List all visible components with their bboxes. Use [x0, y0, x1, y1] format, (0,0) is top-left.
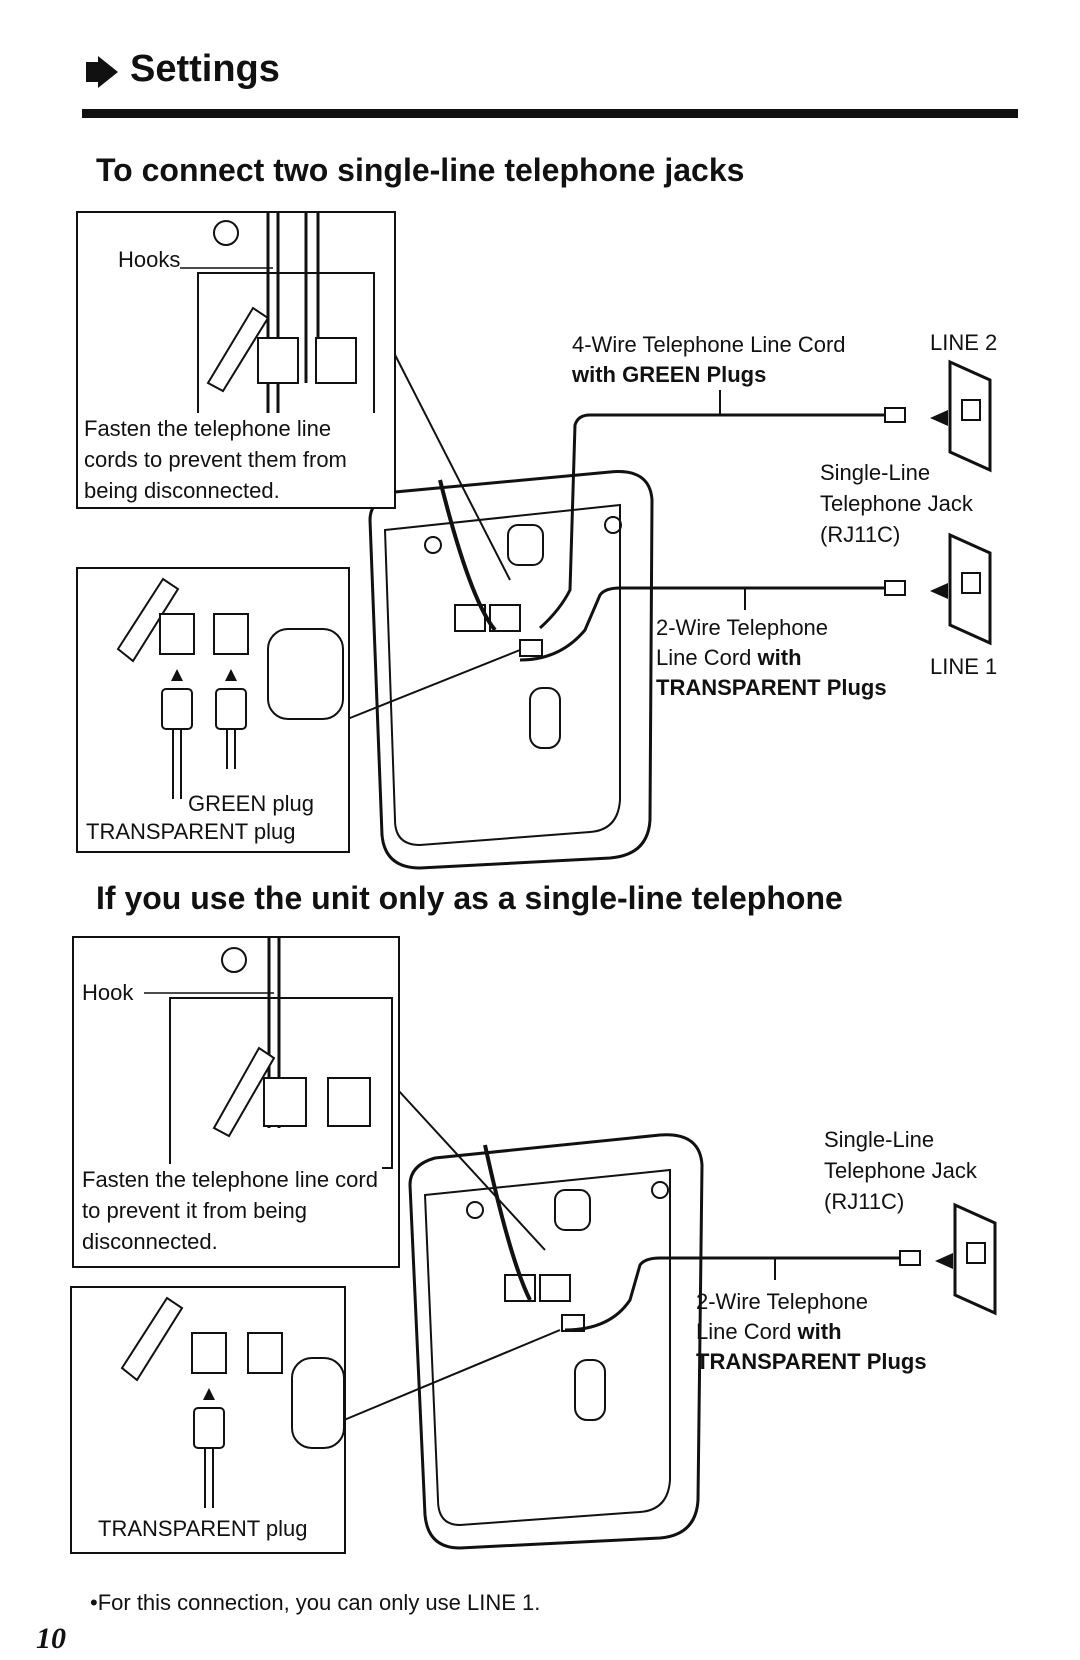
page-number: 10: [36, 1622, 66, 1655]
jack-label-top-3: (RJ11C): [820, 522, 901, 547]
jack-label-top-2: Telephone Jack: [820, 491, 973, 516]
four-wire-plug-label: with GREEN Plugs: [572, 362, 767, 387]
green-plug-label: GREEN plug: [188, 791, 314, 816]
two-wire-label-bottom-1: 2-Wire Telephone: [696, 1289, 869, 1314]
inset-plugs-top: GREEN plug TRANSPARENT plug: [76, 567, 350, 853]
transparent-plug-label-top: TRANSPARENT plug: [86, 819, 296, 844]
line2-label: LINE 2: [930, 330, 998, 355]
jack-label-bottom-3: (RJ11C): [824, 1189, 905, 1214]
jack-label-top-1: Single-Line: [820, 460, 931, 485]
hook-detail-illustration-bottom: [144, 938, 393, 1169]
section1-title: To connect two single-line telephone jac…: [96, 152, 745, 188]
jack-label-bottom-1: Single-Line: [824, 1127, 935, 1152]
two-wire-label-top-2: Line Cord with: [656, 645, 802, 670]
four-wire-label: 4-Wire Telephone Line Cord: [572, 332, 846, 357]
arrow-right-icon: [86, 56, 118, 88]
hook-detail-illustration: [170, 213, 375, 424]
jack-label-bottom-2: Telephone Jack: [824, 1158, 977, 1183]
inset-hook-bottom: Hook Fasten the telephone line cord to p…: [72, 936, 400, 1268]
header-rule: [82, 109, 1018, 118]
two-wire-label-bottom-2: Line Cord with: [696, 1319, 842, 1344]
two-wire-label-top-3: TRANSPARENT Plugs: [656, 675, 887, 700]
page-title: Settings: [130, 48, 280, 90]
fasten-caption-bottom: Fasten the telephone line cord to preven…: [82, 1164, 382, 1257]
plug-detail-illustration: [116, 577, 344, 799]
two-wire-label-bottom-3: TRANSPARENT Plugs: [696, 1349, 927, 1374]
inset-hooks-top: Hooks Fasten the telephone line cords to…: [76, 211, 396, 509]
two-wire-label-top-1: 2-Wire Telephone: [656, 615, 829, 640]
inset-plug-bottom: TRANSPARENT plug: [70, 1286, 346, 1554]
hooks-label: Hooks: [118, 245, 181, 275]
footer-note: •For this connection, you can only use L…: [90, 1590, 541, 1615]
line1-label: LINE 1: [930, 654, 998, 679]
plug-detail-illustration-bottom: [120, 1296, 344, 1508]
transparent-plug-label-bottom: TRANSPARENT plug: [98, 1516, 308, 1541]
fasten-caption-top: Fasten the telephone line cords to preve…: [84, 413, 384, 506]
hook-label: Hook: [82, 978, 134, 1008]
section2-title: If you use the unit only as a single-lin…: [96, 880, 843, 916]
